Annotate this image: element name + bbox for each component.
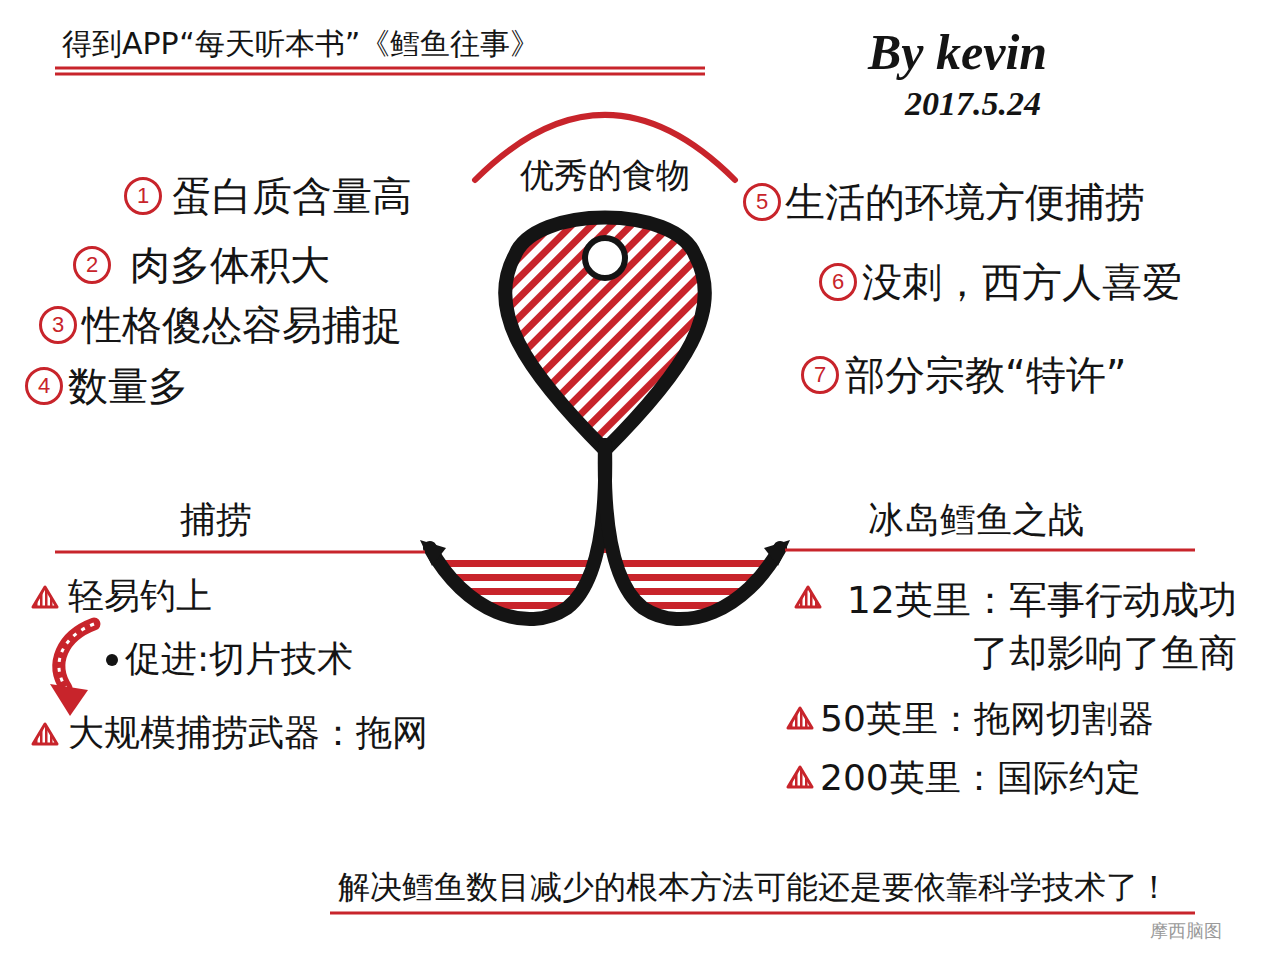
list-item: 大规模捕捞武器：拖网 [68, 711, 428, 754]
hook-barb [420, 540, 790, 566]
callout-circle: 4 [25, 367, 63, 405]
section-line [55, 551, 425, 554]
section-heading: 优秀的食物 [520, 155, 690, 196]
bullet-dot [106, 654, 118, 666]
callout-circle: 2 [73, 246, 111, 284]
list-item: 生活的环境方便捕捞 [785, 178, 1145, 226]
callout-number: 7 [814, 364, 826, 386]
callout-circle: 1 [124, 177, 162, 215]
callout-number: 5 [756, 191, 768, 213]
section-heading: 捕捞 [180, 498, 252, 541]
callout-number: 6 [832, 271, 844, 293]
list-item: 促进:切片技术 [125, 637, 353, 680]
list-item: 轻易钓上 [68, 574, 212, 617]
caption-underline [330, 912, 1195, 915]
curved-arrow [50, 624, 94, 716]
caption: 解决鳕鱼数目减少的根本方法可能还是要依靠科学技术了！ [338, 868, 1170, 906]
bullet-triangle [33, 587, 820, 787]
title: 得到APP“每天听本书”《鳕鱼往事》 [62, 26, 540, 62]
callout-number: 3 [52, 314, 64, 336]
watermark: 摩西脑图 [1150, 920, 1222, 942]
list-item: 没刺，西方人喜爱 [862, 258, 1182, 306]
callout-number: 2 [86, 254, 98, 276]
list-item: 蛋白质含量高 [172, 172, 412, 220]
callout-circle: 7 [801, 356, 839, 394]
title-underline [55, 68, 705, 74]
list-item: 50英里：拖网切割器 [820, 697, 1154, 740]
hook-eye [585, 238, 625, 278]
hook-eye-loop [505, 218, 705, 451]
callout-number: 1 [137, 185, 149, 207]
section-line [785, 549, 1195, 552]
list-item: 性格傻怂容易捕捉 [82, 301, 402, 349]
callout-circle: 3 [39, 306, 77, 344]
callout-number: 4 [38, 375, 50, 397]
list-item: 200英里：国际约定 [820, 756, 1141, 799]
list-item: 肉多体积大 [130, 241, 330, 289]
callout-circle: 6 [819, 263, 857, 301]
hook [430, 445, 780, 619]
list-item: 12英里：军事行动成功了却影响了鱼商 [832, 574, 1237, 680]
list-item: 部分宗教“特许” [845, 351, 1126, 399]
list-item: 数量多 [68, 362, 188, 410]
date: 2017.5.24 [905, 84, 1041, 125]
callout-circle: 5 [743, 183, 781, 221]
signature: By kevin [868, 22, 1047, 82]
section-heading: 冰岛鳕鱼之战 [868, 498, 1084, 541]
